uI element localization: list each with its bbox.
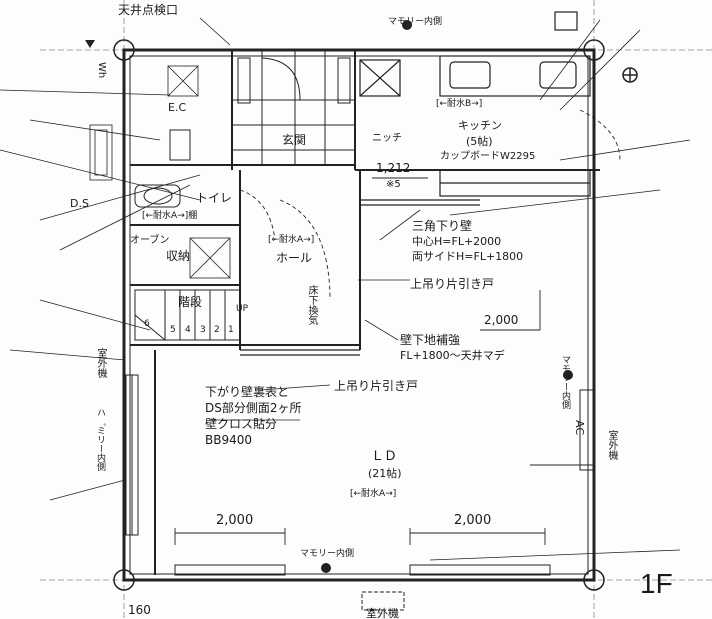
step-1: 1: [228, 325, 234, 335]
memory-inner-bottom-label: マモリー内側: [300, 549, 355, 559]
step-5: 5: [170, 325, 176, 335]
cupboard: [439, 169, 591, 197]
oven-label: オーブン: [130, 235, 170, 246]
niche-label: ニッチ: [372, 133, 402, 144]
entrance-tiles: [232, 50, 355, 165]
bottom-windows: [174, 564, 551, 611]
kitchen-counter: [359, 11, 591, 97]
upper-slide-door-1-label: 上吊り片引き戸: [410, 277, 495, 291]
dim-1212: 1,212: [376, 161, 411, 175]
kitchen-label: キッチン: [458, 119, 502, 132]
ceiling-hatch-label: 天井点検口: [118, 3, 179, 17]
stairs-label: 階段: [178, 295, 203, 309]
floor-label: 1F: [640, 568, 673, 599]
ds-label: D.S: [70, 197, 89, 210]
note-x5: ※5: [386, 179, 401, 190]
step-4: 4: [185, 325, 191, 335]
outdoor-unit-left-label: 室外機: [95, 348, 106, 378]
step-6: 6: [144, 319, 150, 329]
dim-160: 160: [128, 603, 151, 617]
ld-size-label: (21帖): [368, 467, 402, 480]
ec-label: E.C: [168, 101, 187, 114]
outdoor-unit-right-label: 室外機: [606, 430, 617, 460]
storage-label: 収納: [166, 249, 191, 263]
water-b-label: [←耐水B→]: [436, 99, 483, 109]
stairs: [134, 289, 241, 341]
memory-inner-top-label: マモリー内側: [388, 17, 443, 27]
water-a-ld-label: [←耐水A→]: [350, 489, 397, 499]
column-markers: [113, 39, 638, 591]
entrance-label: 玄関: [282, 133, 307, 147]
outdoor-unit-bottom-label: 室外機: [366, 607, 399, 619]
triangle-center-label: 中心H=FL+2000: [412, 235, 502, 248]
up-label: UP: [236, 304, 249, 314]
water-a-hall-label: [←耐水A→]: [268, 235, 315, 245]
sliding-door-tracks: [240, 199, 480, 356]
kitchen-size-label: (5帖): [466, 135, 493, 148]
hanging-wall-line-2: DS部分側面2ヶ所: [205, 401, 302, 415]
memory-inner-left-label: ハ゜ミリー内側: [95, 408, 105, 471]
dimension-lines: [174, 177, 546, 545]
left-windows: [125, 374, 139, 536]
dim-2000-mid: 2,000: [454, 513, 492, 528]
wall-reinforce-h-label: FL+1800～天井マデ: [400, 349, 505, 362]
exterior-walls: [122, 48, 596, 582]
upper-slide-door-2-label: 上吊り片引き戸: [334, 379, 419, 393]
door-swings: [239, 109, 621, 301]
ec-area: [89, 65, 199, 181]
dim-2000-right: 2,000: [484, 313, 519, 327]
hanging-wall-line-1: 下がり壁裏表と: [205, 385, 290, 399]
wh-label: Wh: [96, 62, 107, 79]
hanging-wall-line-3: 壁クロス貼分: [205, 417, 278, 431]
toilet-fixture: [134, 129, 191, 208]
triangle-sides-label: 両サイドH=FL+1800: [412, 250, 524, 263]
interior-walls: [130, 50, 600, 575]
floor-vent-label: 床下換気: [306, 285, 317, 325]
storage-area: [189, 237, 231, 279]
memory-inner-right-label: マモリー内側: [560, 355, 570, 409]
section-marks: [85, 20, 573, 573]
toilet-label: トイレ: [196, 191, 233, 205]
hall-label: ホール: [276, 251, 313, 265]
ac-label: AC: [573, 420, 586, 436]
ld-label: ＬＤ: [371, 449, 398, 464]
leader-lines: [0, 17, 691, 561]
grid-lines: [40, 0, 712, 619]
step-3: 3: [200, 325, 206, 335]
dim-2000-left: 2,000: [216, 513, 254, 528]
triangle-wall-label: 三角下り壁: [412, 219, 473, 233]
wall-reinforce-label: 壁下地補強: [400, 333, 461, 347]
step-2: 2: [214, 325, 220, 335]
hanging-wall-line-4: BB9400: [205, 433, 253, 447]
right-openings: [530, 389, 595, 471]
cupboard-label: カップボードW2295: [440, 151, 536, 162]
water-a-toilet-label: [←耐水A→]棚: [142, 211, 198, 221]
